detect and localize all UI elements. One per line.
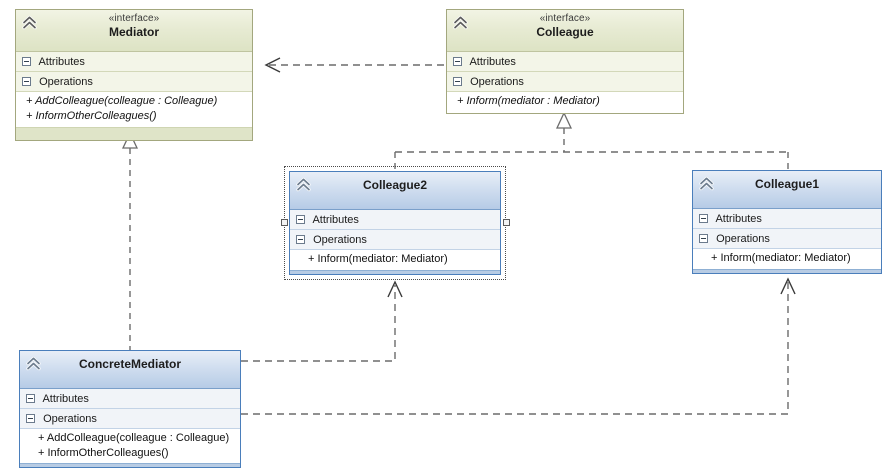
collapse-expander-icon[interactable] <box>296 215 305 224</box>
dependency-concretemediator-to-colleague2 <box>241 280 403 362</box>
concrete-mediator-footer-bar <box>20 463 240 467</box>
colleague2-operations-list: + Inform(mediator: Mediator) <box>290 250 500 270</box>
mediator-operations-compartment[interactable]: Operations <box>16 72 252 92</box>
mediator-footer-bar <box>16 127 252 140</box>
list-item: + Inform(mediator : Mediator) <box>457 95 600 107</box>
dependency-concretemediator-to-colleague1 <box>241 277 796 415</box>
uml-class-colleague[interactable]: «interface» Colleague Attributes Operati… <box>446 9 684 114</box>
selection-handle-left[interactable] <box>281 219 288 226</box>
mediator-attributes-label: Attributes <box>38 56 85 68</box>
list-item: + Inform(mediator: Mediator) <box>711 252 851 264</box>
uml-class-colleague1[interactable]: Colleague1 Attributes Operations + Infor… <box>692 170 882 274</box>
mediator-stereotype: «interface» <box>108 13 160 24</box>
colleague-stereotype: «interface» <box>539 13 591 24</box>
chevron-up-double-icon <box>25 355 42 372</box>
collapse-expander-icon[interactable] <box>453 77 462 86</box>
concrete-mediator-attributes-label: Attributes <box>42 393 89 405</box>
colleague2-attributes-label: Attributes <box>312 214 359 226</box>
collapse-expander-icon[interactable] <box>26 414 35 423</box>
colleague2-attributes-compartment[interactable]: Attributes <box>290 210 500 230</box>
collapse-expander-icon[interactable] <box>699 234 708 243</box>
mediator-attributes-compartment[interactable]: Attributes <box>16 52 252 72</box>
mediator-operations-list: + AddColleague(colleague : Colleague) + … <box>16 92 252 127</box>
realization-colleagues-to-colleague <box>394 111 789 170</box>
collapse-expander-icon[interactable] <box>296 235 305 244</box>
list-item: + Inform(mediator: Mediator) <box>308 253 448 265</box>
list-item: + AddColleague(colleague : Colleague) <box>26 95 218 107</box>
mediator-operations-label: Operations <box>39 76 93 88</box>
concrete-mediator-operations-list: + AddColleague(colleague : Colleague) + … <box>20 429 240 463</box>
mediator-header: «interface» Mediator <box>16 10 252 52</box>
colleague1-operations-label: Operations <box>716 233 770 245</box>
colleague-header: «interface» Colleague <box>447 10 683 52</box>
colleague-class-name: Colleague <box>536 25 594 39</box>
dependency-colleague-to-mediator <box>264 57 444 73</box>
uml-class-concrete-mediator[interactable]: ConcreteMediator Attributes Operations +… <box>19 350 241 468</box>
colleague-attributes-compartment[interactable]: Attributes <box>447 52 683 72</box>
mediator-class-name: Mediator <box>108 25 159 39</box>
colleague1-header: Colleague1 <box>693 171 881 209</box>
concrete-mediator-class-name: ConcreteMediator <box>78 357 182 371</box>
list-item: + InformOtherColleagues() <box>38 447 169 459</box>
colleague2-operations-label: Operations <box>313 234 367 246</box>
colleague-operations-list: + Inform(mediator : Mediator) <box>447 92 683 113</box>
chevron-up-double-icon <box>295 176 312 193</box>
colleague1-footer-bar <box>693 269 881 273</box>
colleague2-class-name: Colleague2 <box>362 178 428 192</box>
collapse-expander-icon[interactable] <box>22 77 31 86</box>
chevron-up-double-icon <box>21 14 38 31</box>
colleague1-attributes-compartment[interactable]: Attributes <box>693 209 881 229</box>
colleague1-class-name: Colleague1 <box>754 177 820 191</box>
colleague2-header: Colleague2 <box>290 172 500 210</box>
colleague1-operations-list: + Inform(mediator: Mediator) <box>693 249 881 269</box>
colleague-operations-label: Operations <box>470 76 524 88</box>
collapse-expander-icon[interactable] <box>22 57 31 66</box>
list-item: + AddColleague(colleague : Colleague) <box>38 432 230 444</box>
colleague-operations-compartment[interactable]: Operations <box>447 72 683 92</box>
selection-handle-right[interactable] <box>503 219 510 226</box>
chevron-up-double-icon <box>698 175 715 192</box>
uml-class-mediator[interactable]: «interface» Mediator Attributes Operatio… <box>15 9 253 141</box>
realization-concretemediator-to-mediator <box>121 131 139 352</box>
collapse-expander-icon[interactable] <box>699 214 708 223</box>
concrete-mediator-operations-compartment[interactable]: Operations <box>20 409 240 429</box>
concrete-mediator-header: ConcreteMediator <box>20 351 240 389</box>
concrete-mediator-attributes-compartment[interactable]: Attributes <box>20 389 240 409</box>
chevron-up-double-icon <box>452 14 469 31</box>
colleague2-footer-bar <box>290 270 500 274</box>
list-item: + InformOtherColleagues() <box>26 110 157 122</box>
colleague1-attributes-label: Attributes <box>715 213 762 225</box>
uml-class-colleague2[interactable]: Colleague2 Attributes Operations + Infor… <box>289 171 501 275</box>
collapse-expander-icon[interactable] <box>453 57 462 66</box>
concrete-mediator-operations-label: Operations <box>43 413 97 425</box>
colleague1-operations-compartment[interactable]: Operations <box>693 229 881 249</box>
colleague2-operations-compartment[interactable]: Operations <box>290 230 500 250</box>
collapse-expander-icon[interactable] <box>26 394 35 403</box>
colleague-attributes-label: Attributes <box>469 56 516 68</box>
